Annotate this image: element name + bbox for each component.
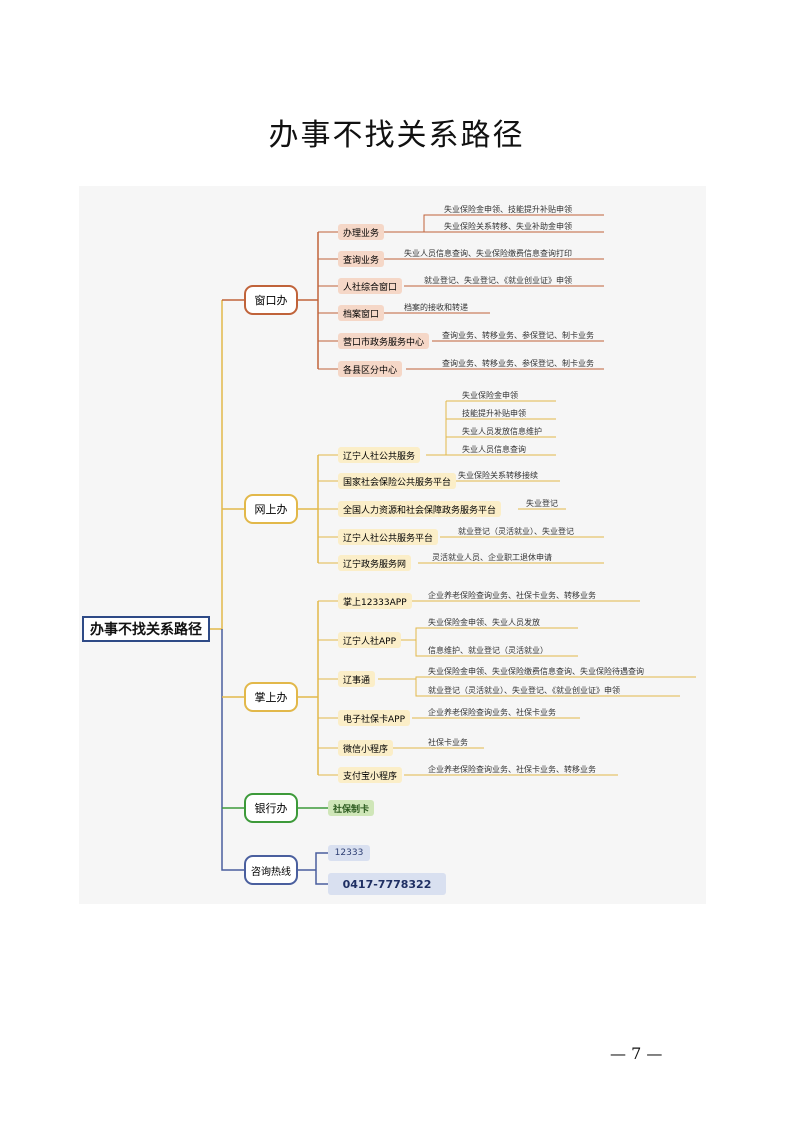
window-item-county-center: 各县区分中心 xyxy=(338,361,403,377)
online-leaf: 技能提升补贴申领 xyxy=(462,409,526,418)
window-leaf: 就业登记、失业登记、《就业创业证》申领 xyxy=(424,276,572,285)
online-item-liaoning-hr-service: 辽宁人社公共服务 xyxy=(338,447,421,463)
category-online: 网上办 xyxy=(244,494,298,524)
hotline-item-12333: 12333 xyxy=(328,845,370,861)
window-leaf: 档案的接收和转递 xyxy=(404,303,468,312)
online-leaf: 失业人员信息查询 xyxy=(462,445,526,454)
online-item-liaoning-gov-service: 辽宁政务服务网 xyxy=(338,555,412,571)
category-mobile: 掌上办 xyxy=(244,682,298,712)
window-leaf: 失业保险关系转移、失业补助金申领 xyxy=(444,222,572,231)
hotline-item-phone: 0417-7778322 xyxy=(328,873,446,895)
mobile-leaf: 就业登记（灵活就业）、失业登记、《就业创业证》申领 xyxy=(428,686,620,695)
online-leaf: 失业保险金申领 xyxy=(462,391,518,400)
category-bank: 银行办 xyxy=(244,793,298,823)
bank-item-social-card: 社保制卡 xyxy=(328,800,375,816)
online-leaf: 失业保险关系转移接续 xyxy=(458,471,538,480)
window-item-city-service-center: 营口市政务服务中心 xyxy=(338,333,430,349)
mobile-leaf: 失业保险金申领、失业人员发放 xyxy=(428,618,540,627)
window-item-integrated-window: 人社综合窗口 xyxy=(338,278,403,294)
online-leaf: 就业登记（灵活就业）、失业登记 xyxy=(458,527,574,536)
window-leaf: 失业保险金申领、技能提升补贴申领 xyxy=(444,205,572,214)
category-hotline: 咨询热线 xyxy=(244,855,298,885)
mobile-leaf: 社保卡业务 xyxy=(428,738,468,747)
online-leaf: 失业人员发放信息维护 xyxy=(462,427,542,436)
page-title: 办事不找关系路径 xyxy=(268,118,525,153)
mobile-item-alipay-miniprogram: 支付宝小程序 xyxy=(338,767,403,783)
window-item-archive-window: 档案窗口 xyxy=(338,305,385,321)
mobile-leaf: 失业保险金申领、失业保险缴费信息查询、失业保险待遇查询 xyxy=(428,667,644,676)
mobile-leaf: 企业养老保险查询业务、社保卡业务、转移业务 xyxy=(428,765,596,774)
page-number: — 7 — xyxy=(610,1044,663,1063)
online-item-national-hr-platform: 全国人力资源和社会保障政务服务平台 xyxy=(338,501,502,517)
window-item-query-business: 查询业务 xyxy=(338,251,385,267)
mind-map-background xyxy=(79,186,706,904)
mobile-item-12333-app: 掌上12333APP xyxy=(338,593,412,609)
mobile-item-liaoning-hr-app: 辽宁人社APP xyxy=(338,632,402,648)
mobile-leaf: 企业养老保险查询业务、社保卡业务 xyxy=(428,708,556,717)
mobile-item-wechat-miniprogram: 微信小程序 xyxy=(338,740,394,756)
mobile-leaf: 企业养老保险查询业务、社保卡业务、转移业务 xyxy=(428,591,596,600)
mobile-item-liaoshitong: 辽事通 xyxy=(338,671,376,687)
window-leaf: 查询业务、转移业务、参保登记、制卡业务 xyxy=(442,359,594,368)
window-leaf: 查询业务、转移业务、参保登记、制卡业务 xyxy=(442,331,594,340)
online-item-liaoning-hr-platform: 辽宁人社公共服务平台 xyxy=(338,529,439,545)
online-leaf: 失业登记 xyxy=(526,499,558,508)
window-leaf: 失业人员信息查询、失业保险缴费信息查询打印 xyxy=(404,249,572,258)
root-node: 办事不找关系路径 xyxy=(82,616,210,642)
window-item-handle-business: 办理业务 xyxy=(338,224,385,240)
mobile-item-e-social-card-app: 电子社保卡APP xyxy=(338,710,411,726)
online-leaf: 灵活就业人员、企业职工退休申请 xyxy=(432,553,552,562)
mobile-leaf: 信息维护、就业登记（灵活就业） xyxy=(428,646,548,655)
category-window: 窗口办 xyxy=(244,285,298,315)
online-item-national-social-insurance: 国家社会保险公共服务平台 xyxy=(338,473,457,489)
